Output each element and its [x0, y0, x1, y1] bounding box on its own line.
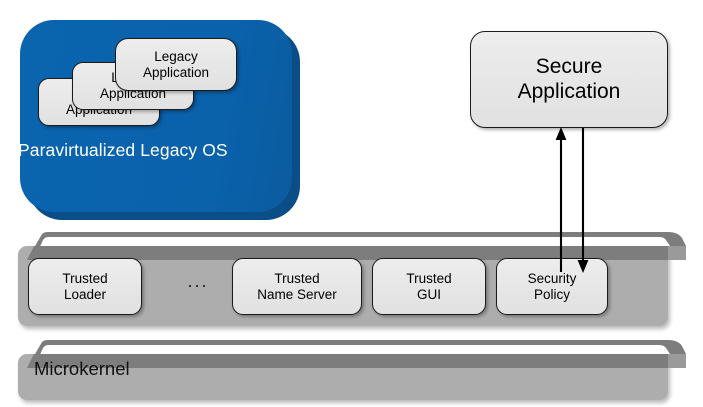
- microkernel-bar-bevel: [27, 340, 686, 368]
- arrow-down-to-security-policy: [577, 128, 589, 273]
- trusted-services-band-bevel: [27, 232, 686, 260]
- arrow-up-to-secure-application: [555, 127, 567, 272]
- services-ellipsis: ...: [187, 271, 209, 291]
- microkernel-label: Microkernel: [34, 358, 130, 379]
- arrow-pair-secure-app-security-policy: [555, 127, 589, 273]
- paravirtualized-legacy-os-label: Paravirtualized Legacy OS: [18, 140, 228, 160]
- microkernel-bar: [18, 340, 686, 400]
